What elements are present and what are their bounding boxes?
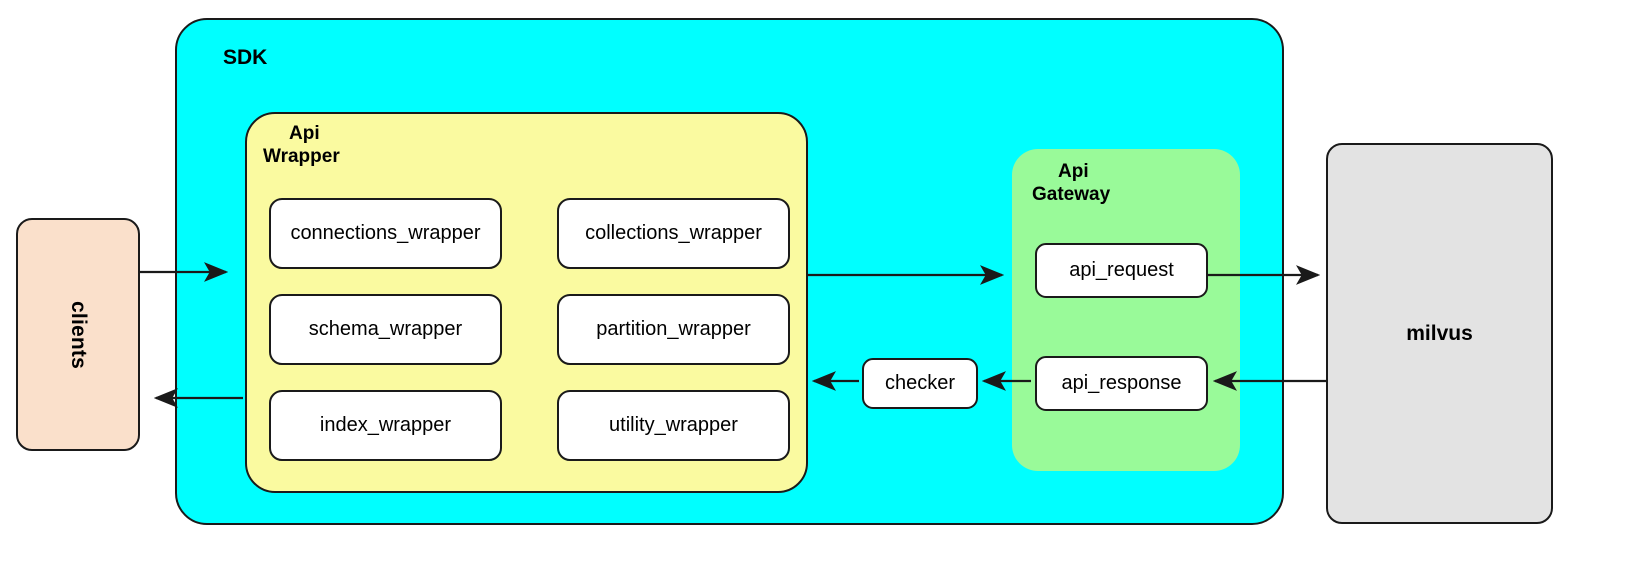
cell-api-response[interactable]: api_response — [1035, 356, 1208, 411]
milvus-label: milvus — [1406, 321, 1473, 345]
api-gateway-title-line2: Gateway — [1032, 183, 1111, 205]
api-wrapper-title-line2: Wrapper — [263, 145, 340, 167]
cell-index-wrapper[interactable]: index_wrapper — [269, 390, 502, 461]
milvus-node[interactable]: milvus — [1326, 143, 1553, 524]
cell-schema-wrapper[interactable]: schema_wrapper — [269, 294, 502, 365]
clients-label: clients — [67, 300, 90, 369]
sdk-container[interactable]: SDK Api Wrapper connections_wrapper coll… — [175, 18, 1284, 525]
sdk-title: SDK — [223, 46, 268, 69]
cell-collections-wrapper[interactable]: collections_wrapper — [557, 198, 790, 269]
api-gateway-title-line1: Api — [1058, 161, 1089, 182]
cell-partition-wrapper[interactable]: partition_wrapper — [557, 294, 790, 365]
api-gateway-title: Api Gateway — [1032, 161, 1218, 207]
api-gateway-container[interactable]: Api Gateway api_request api_response — [1012, 149, 1240, 471]
api-wrapper-title: Api Wrapper — [263, 123, 439, 169]
api-wrapper-title-line1: Api — [289, 123, 320, 144]
cell-api-request[interactable]: api_request — [1035, 243, 1208, 298]
cell-utility-wrapper[interactable]: utility_wrapper — [557, 390, 790, 461]
checker-node[interactable]: checker — [862, 358, 978, 409]
clients-node[interactable]: clients — [16, 218, 140, 451]
api-wrapper-container[interactable]: Api Wrapper connections_wrapper collecti… — [245, 112, 808, 493]
cell-connections-wrapper[interactable]: connections_wrapper — [269, 198, 502, 269]
